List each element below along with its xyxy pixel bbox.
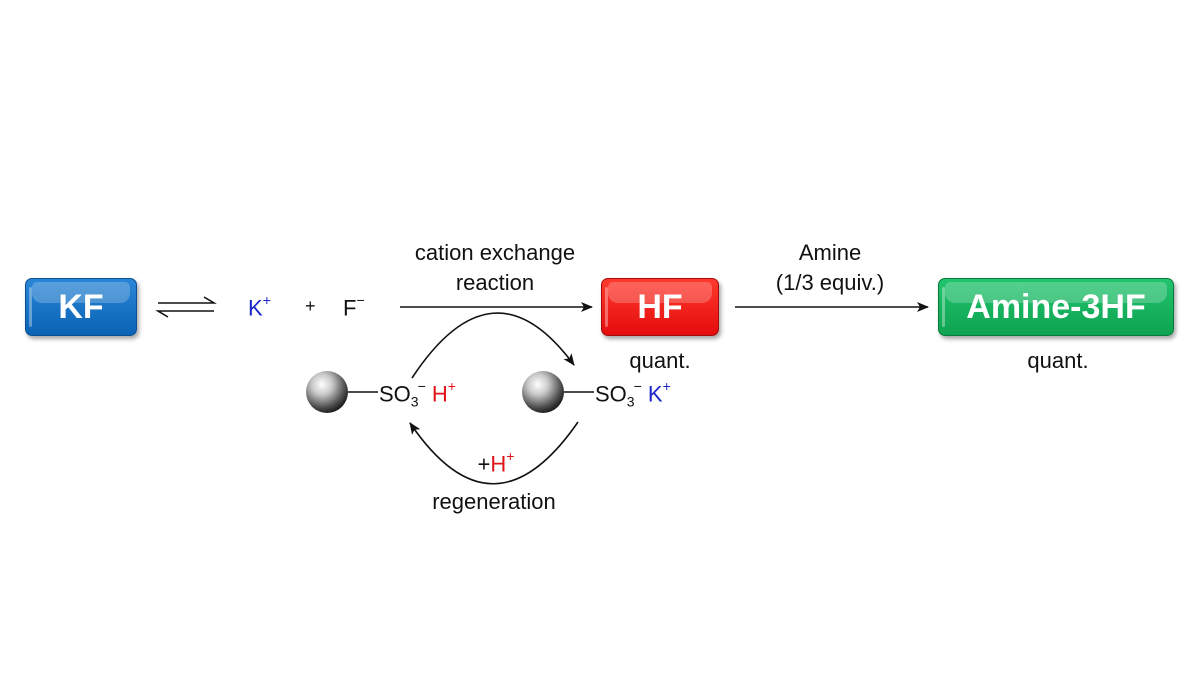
potassium-ion: K+ [248, 292, 271, 321]
hf-label: HF [637, 287, 683, 326]
regeneration-h: H [490, 451, 507, 477]
sulfonate-right: SO [595, 381, 627, 407]
regeneration-label: regeneration [432, 489, 556, 514]
proton-left: H [431, 381, 448, 407]
fluoride-ion: F− [343, 292, 365, 321]
regeneration-h-charge: + [506, 448, 515, 464]
amine-reagent-label: Amine [798, 240, 862, 265]
fluoride-symbol: F [343, 295, 357, 321]
sulfonate-left-charge: − [417, 378, 426, 394]
potassium-right-charge: + [662, 378, 671, 394]
amine-3hf-label: Amine-3HF [966, 287, 1146, 326]
resin-left-group: SO3− H+ [379, 378, 456, 410]
resin-bead-right-icon [522, 371, 564, 413]
sulfonate-left: SO [379, 381, 411, 407]
regeneration-curve-arrow [409, 421, 579, 485]
reaction-label: reaction [455, 270, 535, 295]
regeneration-proton: +H+ [477, 448, 515, 477]
potassium-symbol: K [248, 295, 263, 321]
equilibrium-arrow [155, 296, 217, 318]
hf-box: HF [601, 278, 719, 336]
resin-right-group: SO3− K+ [595, 378, 671, 410]
sulfonate-right-subscript: 3 [626, 393, 635, 410]
amine-yield: quant. [1027, 348, 1089, 373]
sulfonate-right-charge: − [633, 378, 642, 394]
fluoride-charge: − [356, 292, 365, 308]
sulfonate-left-subscript: 3 [410, 393, 419, 410]
exchange-curve-arrow [411, 312, 575, 379]
ion-plus-sign: + [305, 296, 316, 316]
regeneration-plus: + [477, 451, 491, 477]
cation-exchange-label: cation exchange [414, 240, 576, 265]
amine-3hf-box: Amine-3HF [938, 278, 1174, 336]
potassium-charge: + [262, 292, 271, 308]
kf-label: KF [58, 287, 104, 326]
hf-yield: quant. [629, 348, 691, 373]
resin-bead-left-icon [306, 371, 348, 413]
amine-equiv-label: (1/3 equiv.) [775, 270, 885, 295]
potassium-right: K [647, 381, 663, 407]
proton-left-charge: + [447, 378, 456, 394]
kf-box: KF [25, 278, 137, 336]
